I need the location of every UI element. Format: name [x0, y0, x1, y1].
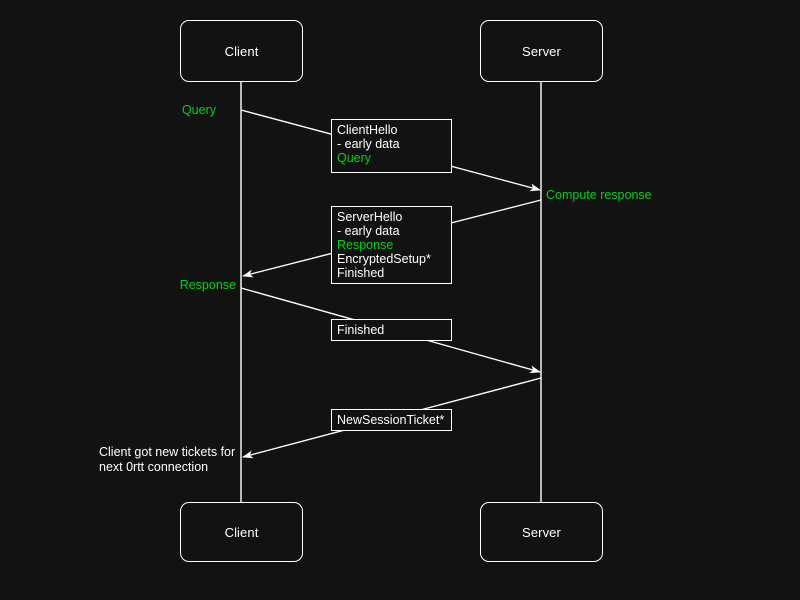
label-response: Response	[120, 278, 236, 293]
label-client-new-tickets: Client got new tickets for next 0rtt con…	[99, 445, 235, 475]
message-box-client-hello[interactable]: ClientHello - early data Query	[331, 119, 452, 173]
actor-server-bottom-label: Server	[522, 524, 561, 540]
actor-server-top[interactable]: Server	[480, 20, 603, 82]
message-box-server-hello[interactable]: ServerHello - early data Response Encryp…	[331, 206, 452, 284]
client-hello-line-2: - early data	[337, 137, 400, 151]
label-query: Query	[100, 103, 216, 118]
label-client-new-tickets-line1: Client got new tickets for	[99, 445, 236, 459]
server-hello-line-2: - early data	[337, 224, 400, 238]
client-hello-line-3: Query	[337, 151, 372, 165]
label-compute-response: Compute response	[546, 188, 652, 203]
actor-client-bottom[interactable]: Client	[180, 502, 303, 562]
client-hello-line-1: ClientHello	[337, 123, 398, 137]
server-hello-line-4: EncryptedSetup*	[337, 252, 431, 266]
label-client-new-tickets-line2: next 0rtt connection	[99, 460, 209, 474]
actor-server-bottom[interactable]: Server	[480, 502, 603, 562]
label-response-text: Response	[179, 278, 236, 292]
server-hello-line-1: ServerHello	[337, 210, 403, 224]
actor-client-top-label: Client	[224, 43, 259, 59]
new-session-ticket-line-1: NewSessionTicket*	[337, 413, 445, 427]
actor-client-bottom-label: Client	[224, 524, 259, 540]
server-hello-line-3: Response	[337, 238, 394, 252]
server-hello-line-5: Finished	[337, 266, 385, 280]
actor-server-top-label: Server	[522, 43, 561, 59]
label-compute-response-text: Compute response	[546, 188, 652, 202]
actor-client-top[interactable]: Client	[180, 20, 303, 82]
label-query-text: Query	[181, 103, 216, 117]
message-box-finished[interactable]: Finished	[331, 319, 452, 341]
message-box-new-session-ticket[interactable]: NewSessionTicket*	[331, 409, 452, 431]
finished-line-1: Finished	[337, 323, 385, 337]
